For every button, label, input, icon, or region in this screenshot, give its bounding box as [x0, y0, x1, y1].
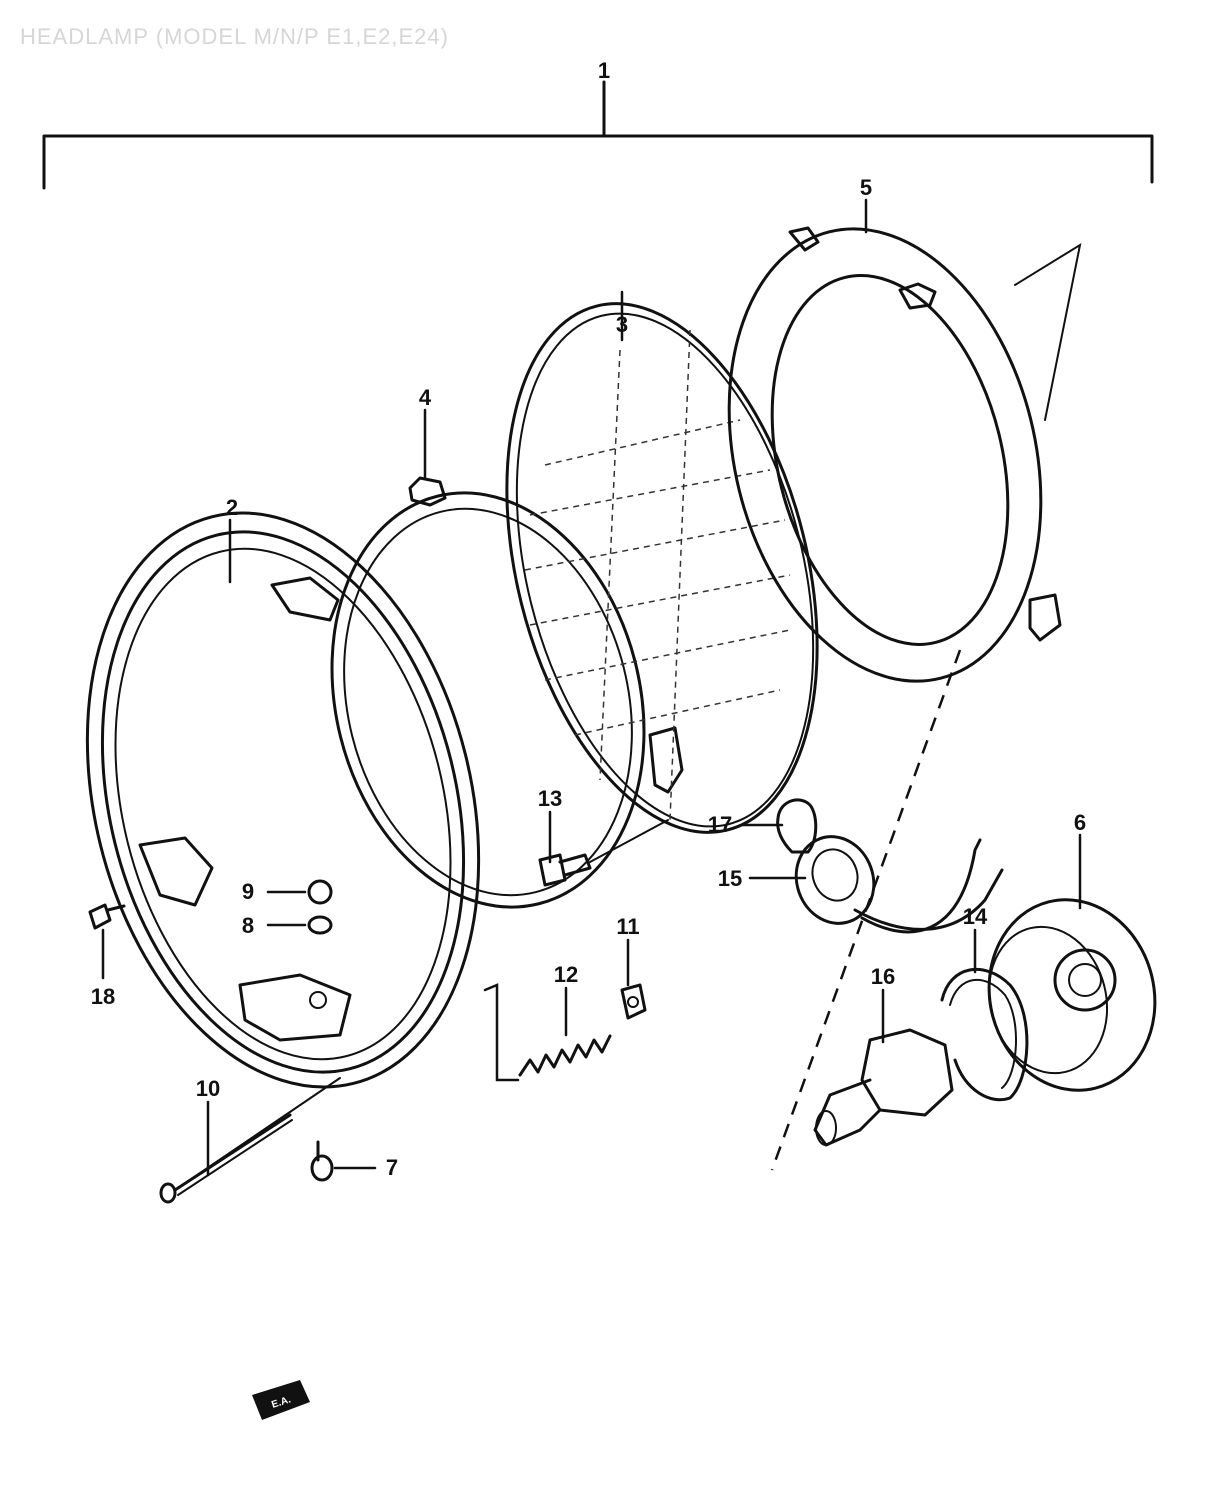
callout-7: 7 [386, 1155, 398, 1180]
nut-part-11 [620, 983, 647, 1020]
lens-part-3 [505, 302, 819, 834]
screw-part-13 [538, 819, 669, 887]
screw-part-18 [88, 903, 126, 930]
callout-1: 1 [598, 58, 610, 83]
stamp-badge: E.A. [252, 1380, 310, 1420]
callout-4: 4 [419, 385, 432, 410]
callout-10: 10 [196, 1076, 220, 1101]
washer-part-8 [307, 915, 333, 935]
callout-2: 2 [226, 495, 238, 520]
bolt-part-10 [159, 1113, 293, 1204]
nut-part-9 [307, 879, 333, 905]
callout-13: 13 [538, 786, 562, 811]
callout-14: 14 [963, 904, 988, 929]
socket-cover-part-6 [987, 898, 1157, 1092]
callout-8: 8 [242, 913, 254, 938]
leader-lines [101, 198, 1082, 1177]
callout-9: 9 [242, 879, 254, 904]
spring-part-12 [518, 1034, 612, 1077]
pilot-bulb-part-17 [776, 798, 818, 854]
callout-3: 3 [616, 312, 628, 337]
callout-17: 17 [708, 812, 732, 837]
diagram-title: HEADLAMP (MODEL M/N/P E1,E2,E24) [20, 24, 449, 49]
grommet-part-7 [310, 1140, 334, 1182]
callout-15: 15 [718, 866, 742, 891]
housing-part-5 [727, 226, 1082, 683]
callout-5: 5 [860, 175, 872, 200]
socket-part-15 [794, 835, 1004, 934]
callout-6: 6 [1074, 810, 1086, 835]
callout-11: 11 [616, 914, 639, 939]
assembly-bracket [42, 80, 1154, 190]
callout-18: 18 [91, 984, 115, 1009]
callout-12: 12 [554, 962, 578, 987]
retaining-spring-part-14 [940, 968, 1029, 1102]
alignment-lines [174, 649, 962, 1191]
inner-ring-part-4 [330, 476, 684, 909]
rim-part-2 [85, 511, 481, 1089]
bulb-part-16 [813, 1028, 954, 1147]
callout-16: 16 [871, 964, 895, 989]
